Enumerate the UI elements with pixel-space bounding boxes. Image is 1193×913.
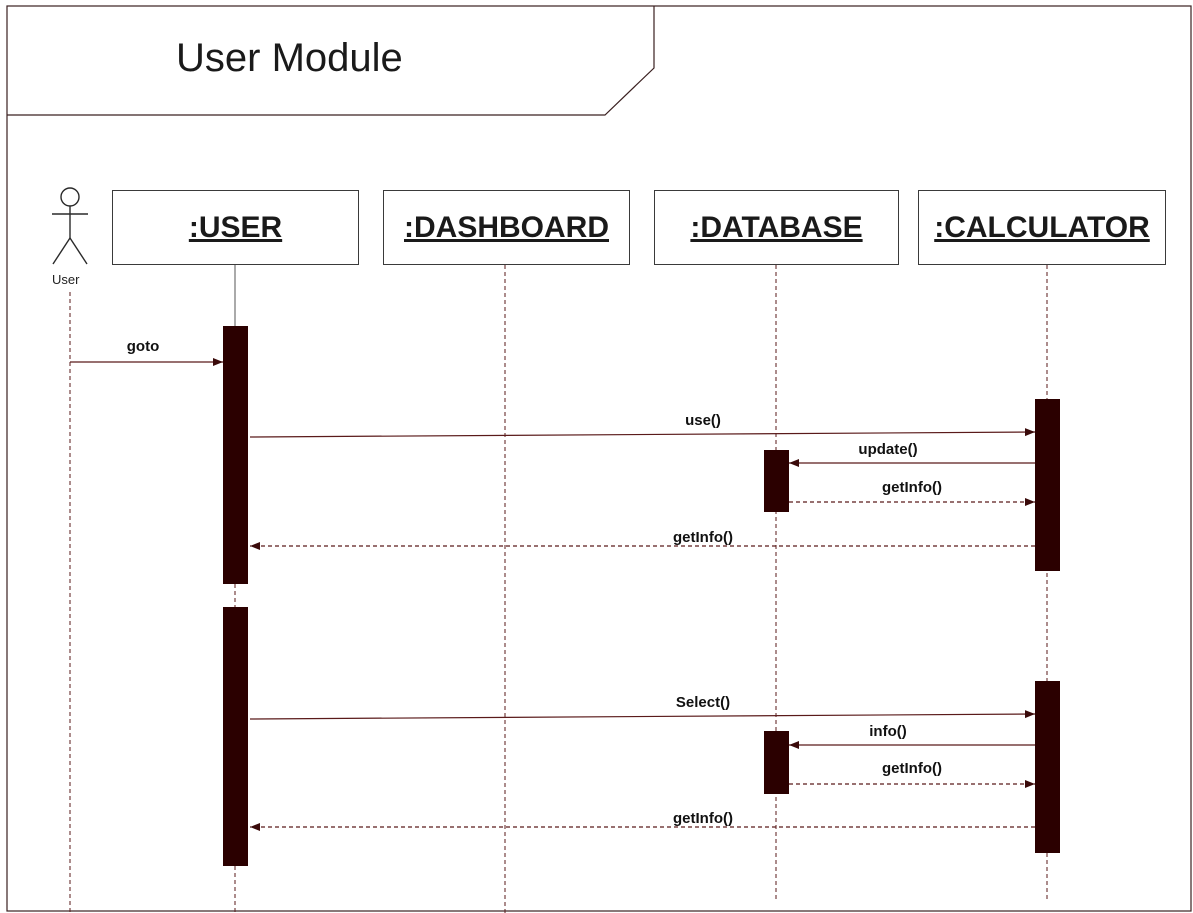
lifeline-user-box: :USER bbox=[112, 190, 359, 265]
actor-figure-icon bbox=[52, 187, 88, 265]
message-label-info: info() bbox=[869, 723, 907, 740]
calculator-activation-bar bbox=[1035, 681, 1060, 853]
message-label-use: use() bbox=[685, 412, 721, 429]
user-activation-bar bbox=[223, 607, 248, 866]
lifeline-user-label: :USER bbox=[188, 210, 283, 244]
message-label-select: Select() bbox=[675, 694, 731, 711]
user-activation-bar bbox=[223, 326, 248, 584]
database-activation-bar bbox=[764, 450, 789, 512]
calculator-activation-bar bbox=[1035, 399, 1060, 571]
lifeline-database-box: :DATABASE bbox=[654, 190, 899, 265]
message-label-getinfo-user-2: getInfo() bbox=[673, 810, 733, 827]
message-label-getinfo-db: getInfo() bbox=[882, 479, 942, 496]
lifeline-dashboard-label: :DASHBOARD bbox=[404, 210, 609, 244]
lifeline-database-label: :DATABASE bbox=[690, 210, 863, 244]
message-label-getinfo-user: getInfo() bbox=[673, 529, 733, 546]
lifeline-dashboard-box: :DASHBOARD bbox=[383, 190, 630, 265]
message-arrow-use bbox=[249, 428, 1036, 438]
frame-title: User Module bbox=[176, 36, 403, 80]
lifeline-calculator-label: :CALCULATOR bbox=[934, 210, 1150, 244]
actor-label: User bbox=[52, 272, 80, 287]
message-label-getinfo-db-2: getInfo() bbox=[882, 760, 942, 777]
lifeline-calculator-box: :CALCULATOR bbox=[918, 190, 1166, 265]
database-activation-bar bbox=[764, 731, 789, 794]
message-arrow-select bbox=[249, 710, 1036, 720]
frame-title-tab bbox=[7, 6, 655, 116]
message-label-goto: goto bbox=[126, 338, 160, 355]
diagram-frame bbox=[6, 5, 1192, 912]
message-label-update: update() bbox=[858, 441, 918, 458]
